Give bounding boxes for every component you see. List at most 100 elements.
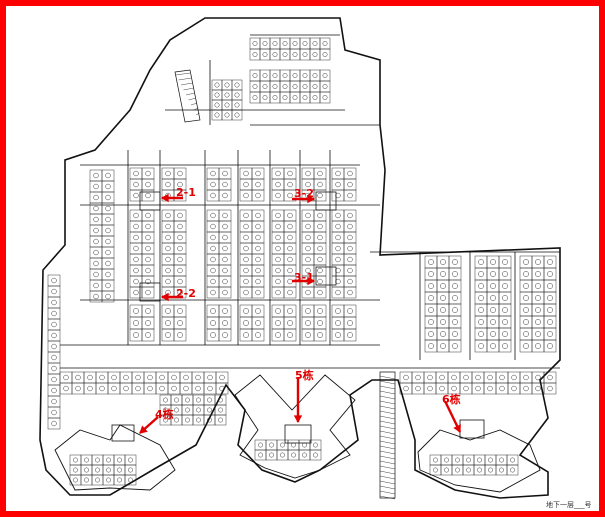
bay-symbol	[218, 397, 223, 403]
bay-symbol	[428, 283, 434, 289]
parking-bay	[203, 394, 216, 406]
bay-symbol	[145, 245, 151, 252]
parking-bay	[424, 327, 438, 341]
parking-bay	[161, 328, 175, 342]
parking-bay	[495, 454, 508, 466]
parking-bay	[313, 167, 327, 180]
bay-symbol	[275, 332, 281, 338]
bay-symbol	[51, 299, 57, 306]
parking-bay	[283, 253, 297, 266]
bay-symbol	[255, 278, 261, 285]
bay-symbol	[280, 452, 285, 458]
parking-bay	[309, 48, 321, 61]
bay-symbol	[287, 234, 293, 241]
bay-symbol	[275, 181, 281, 188]
bay-symbol	[487, 374, 493, 381]
parking-bay	[141, 242, 155, 255]
ramp-hatch-line	[379, 400, 396, 405]
bay-symbol	[219, 374, 225, 381]
ramp-hatch-line	[175, 72, 191, 76]
bay-symbol	[305, 267, 311, 274]
bay-symbol	[547, 319, 553, 325]
bay-symbol	[547, 374, 553, 381]
bay-symbol	[317, 289, 323, 296]
parking-bay	[47, 406, 61, 419]
bay-symbol	[210, 223, 216, 230]
parking-bay	[221, 99, 233, 111]
parking-bay	[211, 89, 223, 101]
parking-bay	[309, 439, 322, 451]
bay-symbol	[210, 289, 216, 296]
bay-symbol	[282, 84, 288, 89]
parking-bay	[192, 414, 205, 426]
bay-symbol	[145, 278, 151, 285]
bay-symbol	[243, 192, 249, 199]
parking-bay	[173, 264, 187, 277]
parking-bay	[221, 89, 233, 101]
bay-symbol	[73, 477, 78, 483]
bay-symbol	[185, 417, 190, 423]
bay-symbol	[219, 385, 225, 392]
parking-bay	[486, 315, 500, 329]
ramp-hatch-line	[379, 380, 396, 385]
bay-symbol	[452, 343, 458, 349]
bay-symbol	[224, 82, 230, 88]
bay-symbol	[222, 256, 228, 263]
ramp-hatch-line	[379, 425, 396, 430]
ramp-hatch-line	[183, 87, 194, 91]
bay-symbol	[93, 172, 99, 179]
bay-symbol	[177, 181, 183, 188]
parking-bay	[215, 382, 229, 395]
bay-symbol	[163, 417, 168, 423]
parking-bay	[218, 231, 232, 244]
parking-bay	[251, 253, 265, 266]
bay-symbol	[347, 267, 353, 274]
bay-symbol	[195, 385, 201, 392]
bay-symbol	[322, 84, 328, 89]
arrow-building-5-head	[293, 415, 303, 424]
bay-symbol	[490, 307, 496, 313]
parking-bay	[239, 253, 253, 266]
bay-symbol	[84, 477, 89, 483]
parking-bay	[283, 189, 297, 202]
ramp-hatch-line	[379, 395, 396, 400]
bay-symbol	[535, 307, 541, 313]
bay-symbol	[272, 52, 278, 57]
parking-bay	[498, 327, 512, 341]
parking-bay	[249, 69, 261, 82]
bay-symbol	[466, 457, 471, 463]
parking-bay	[271, 167, 285, 180]
bay-symbol	[322, 73, 328, 78]
bay-symbol	[444, 467, 449, 473]
bay-symbol	[145, 267, 151, 274]
parking-bay	[440, 464, 453, 476]
parking-bay	[269, 69, 281, 82]
bay-symbol	[535, 283, 541, 289]
bay-symbol	[335, 267, 341, 274]
bay-symbol	[105, 282, 111, 289]
bay-symbol	[174, 417, 179, 423]
parking-bay	[161, 316, 175, 330]
parking-bay	[47, 296, 61, 309]
parking-bay	[102, 454, 115, 466]
bay-symbol	[547, 271, 553, 277]
bay-symbol	[133, 181, 139, 188]
parking-bay	[331, 231, 345, 244]
parking-bay	[276, 449, 289, 461]
marker-label-2-1: 2-1	[176, 186, 196, 199]
parking-bay	[331, 220, 345, 233]
parking-bay	[239, 189, 253, 202]
parking-bay	[301, 220, 315, 233]
bay-symbol	[302, 73, 308, 78]
parking-bay	[279, 48, 291, 61]
bay-symbol	[63, 374, 69, 381]
bay-symbol	[99, 385, 105, 392]
parking-bay	[95, 371, 109, 384]
parking-bay	[269, 91, 281, 104]
bay-symbol	[275, 245, 281, 252]
bay-symbol	[477, 467, 482, 473]
parking-bay	[173, 275, 187, 288]
parking-bay	[161, 275, 175, 288]
bay-symbol	[523, 283, 529, 289]
parking-bay	[424, 303, 438, 317]
